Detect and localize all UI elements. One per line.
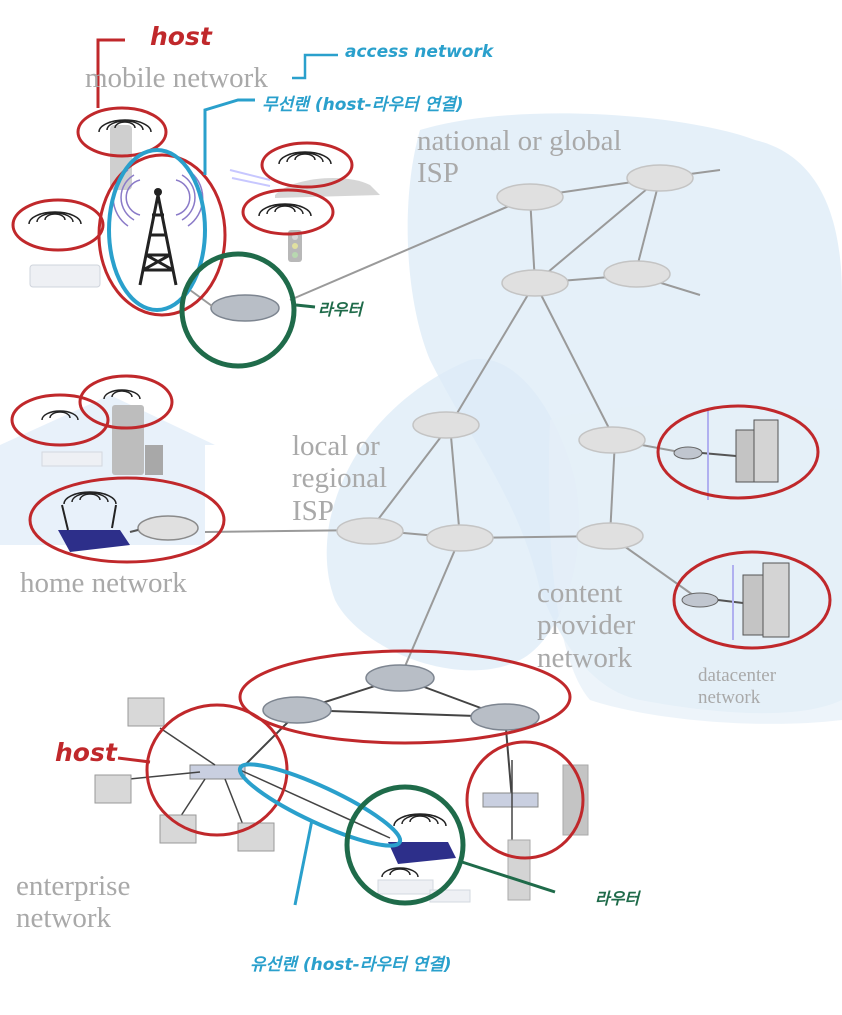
home-laptop [41,451,103,467]
label-enterprise-network: enterprise network [16,870,131,935]
annotation-router-bottom: 라우터 [595,889,640,908]
annotation-host-enterprise: host [55,738,117,767]
mobile-phone [110,125,132,190]
label-mobile-network: mobile network [85,62,268,94]
circle-home-pc [78,374,174,430]
annotation-host-top: host [150,22,212,51]
enterprise-router-1 [365,664,435,692]
circle-laptop [11,198,105,252]
wifi-symbols [28,119,447,878]
pointer-host-enterprise [117,756,151,764]
circle-router-top [179,251,297,369]
blue-annotations [107,53,403,906]
router-national-1 [496,183,564,211]
pointer-wired-lan [293,819,314,906]
circle-datacenter-top [656,404,820,500]
enterprise-router-2 [262,696,332,724]
circle-tower [97,153,227,317]
enterprise-router-3 [470,703,540,731]
circle-enterprise-right [465,740,585,860]
router-regional-1 [412,411,480,439]
enterprise-network [94,664,589,903]
bracket-access-network [292,53,338,80]
router-content-2 [576,522,644,550]
pointer-wireless-lan [203,98,255,175]
mobile-car [275,177,380,198]
circle-enterprise-left [145,703,289,837]
router-regional-3 [426,524,494,552]
pointer-host-top [96,38,125,108]
label-home-network: home network [20,567,187,599]
circle-car-2 [241,188,335,236]
green-annotations [179,251,556,906]
mobile-laptop [29,264,101,288]
annotation-access-network: access network [345,42,494,62]
circle-car [260,141,354,189]
annotation-router-top: 라우터 [318,300,363,319]
label-content-provider-network: content provider network [537,577,636,674]
circle-wireless-lan [107,148,207,312]
pointer-router-top [295,303,316,309]
circle-home-router [28,476,226,564]
mobile-devices [29,125,380,288]
circle-router-bottom [344,784,466,906]
regional-isp-region [326,359,579,671]
circle-mobile-phone [76,106,168,158]
isp-routers [336,164,694,552]
home-devices [41,405,199,552]
label-local-regional-isp: local or regional ISP [292,430,388,527]
home-pc [112,405,144,475]
circle-datacenter-bottom [672,550,832,650]
router-national-2 [626,164,694,192]
router-regional-2 [336,517,404,545]
router-content-1 [578,426,646,454]
pointer-router-bottom [461,860,556,894]
label-datacenter-network: datacenter network [698,665,777,708]
router-national-4 [603,260,671,288]
circle-home-laptop [10,393,110,447]
enterprise-wifi-router [388,842,456,864]
home-edge-router [137,515,199,541]
red-highlight-circles [10,38,832,860]
home-router-icon [58,530,130,552]
mobile-edge-router [210,294,280,322]
datacenter-servers [673,410,790,640]
annotation-wired-lan: 유선랜 (host-라우터 연결) [250,955,452,975]
content-provider-region [548,403,842,724]
home-house-shape [0,395,215,545]
label-national-global-isp: national or global ISP [417,125,622,190]
enterprise-switch-right [482,792,539,808]
annotation-wireless-lan: 무선랜 (host-라우터 연결) [262,95,464,115]
circle-enterprise-core [238,649,572,745]
router-national-3 [501,269,569,297]
